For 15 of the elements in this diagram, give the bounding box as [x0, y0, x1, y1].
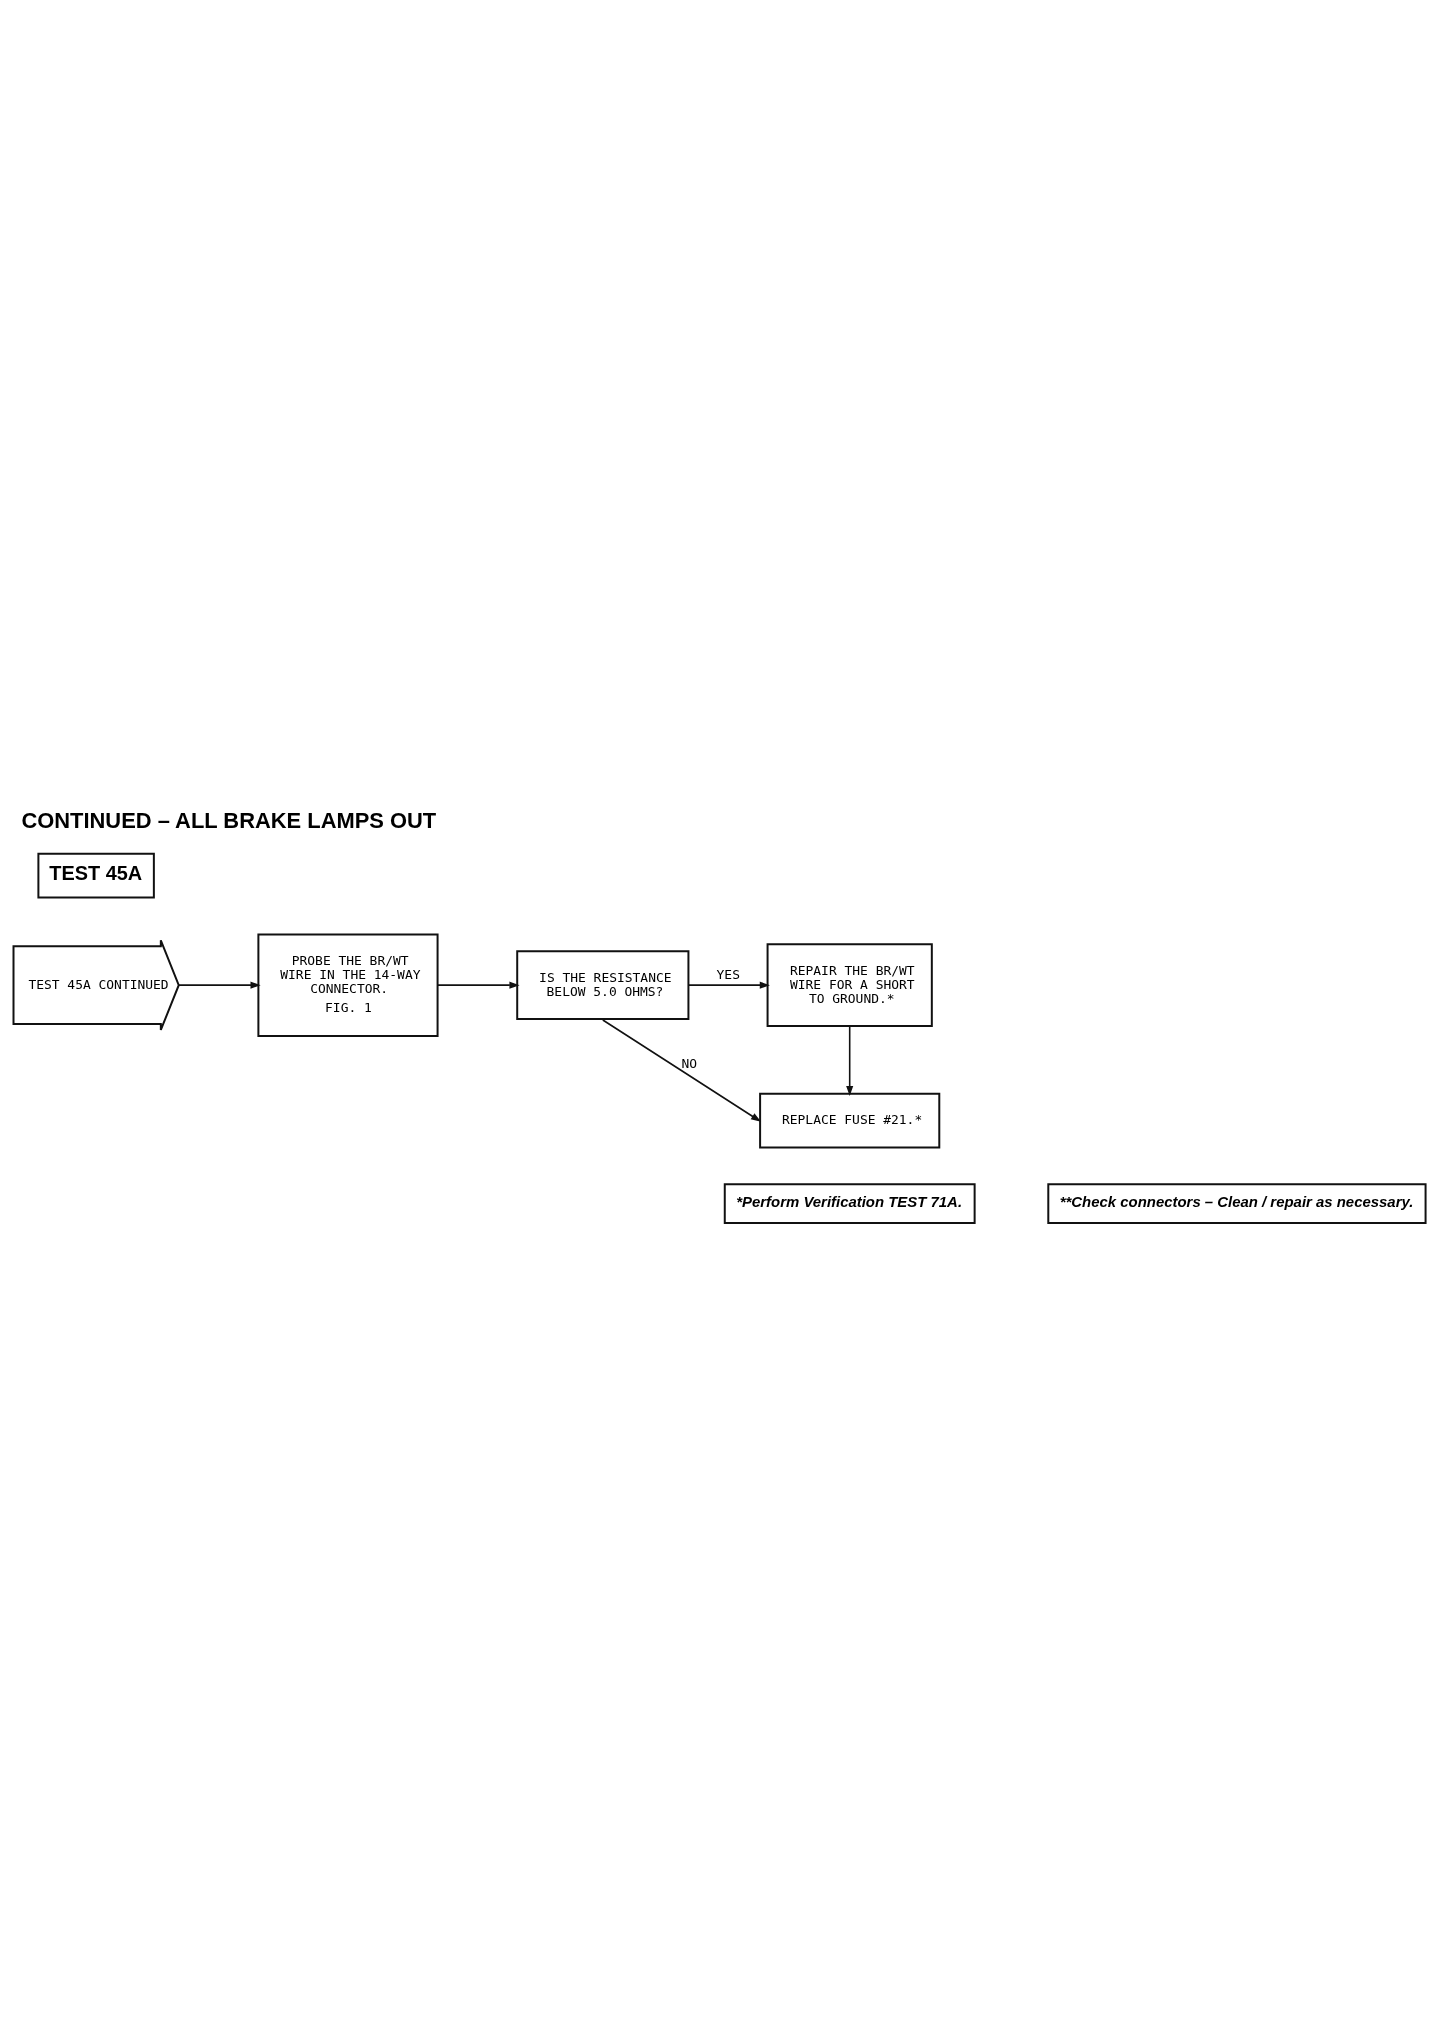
arrow: [178, 981, 261, 989]
node-box: REPAIR THE BR/WT WIRE FOR A SHORT TO GROUND.*: [766, 942, 933, 1027]
edge-label: NO: [681, 1055, 698, 1071]
arrow: [687, 981, 770, 989]
diagram-title: CONTINUED – ALL BRAKE LAMPS OUT: [21, 806, 437, 832]
arrow: [437, 981, 520, 989]
node-box: REPLACE FUSE #21.*: [759, 1092, 941, 1148]
label: TEST 45A: [49, 861, 143, 884]
node-box: PROBE THE BR/WT WIRE IN THE 14-WAY CONNECTOR. FIG. 1: [257, 932, 439, 1037]
arrow: [602, 1018, 762, 1122]
arrow: [846, 1025, 854, 1096]
label: *Perform Verification TEST 71A.: [736, 1192, 963, 1210]
edge-label: YES: [716, 966, 740, 982]
node-box: IS THE RESISTANCE BELOW 5.0 OHMS?: [516, 949, 690, 1020]
label: **Check connectors – Clean / repair as necessary.: [1059, 1192, 1414, 1210]
